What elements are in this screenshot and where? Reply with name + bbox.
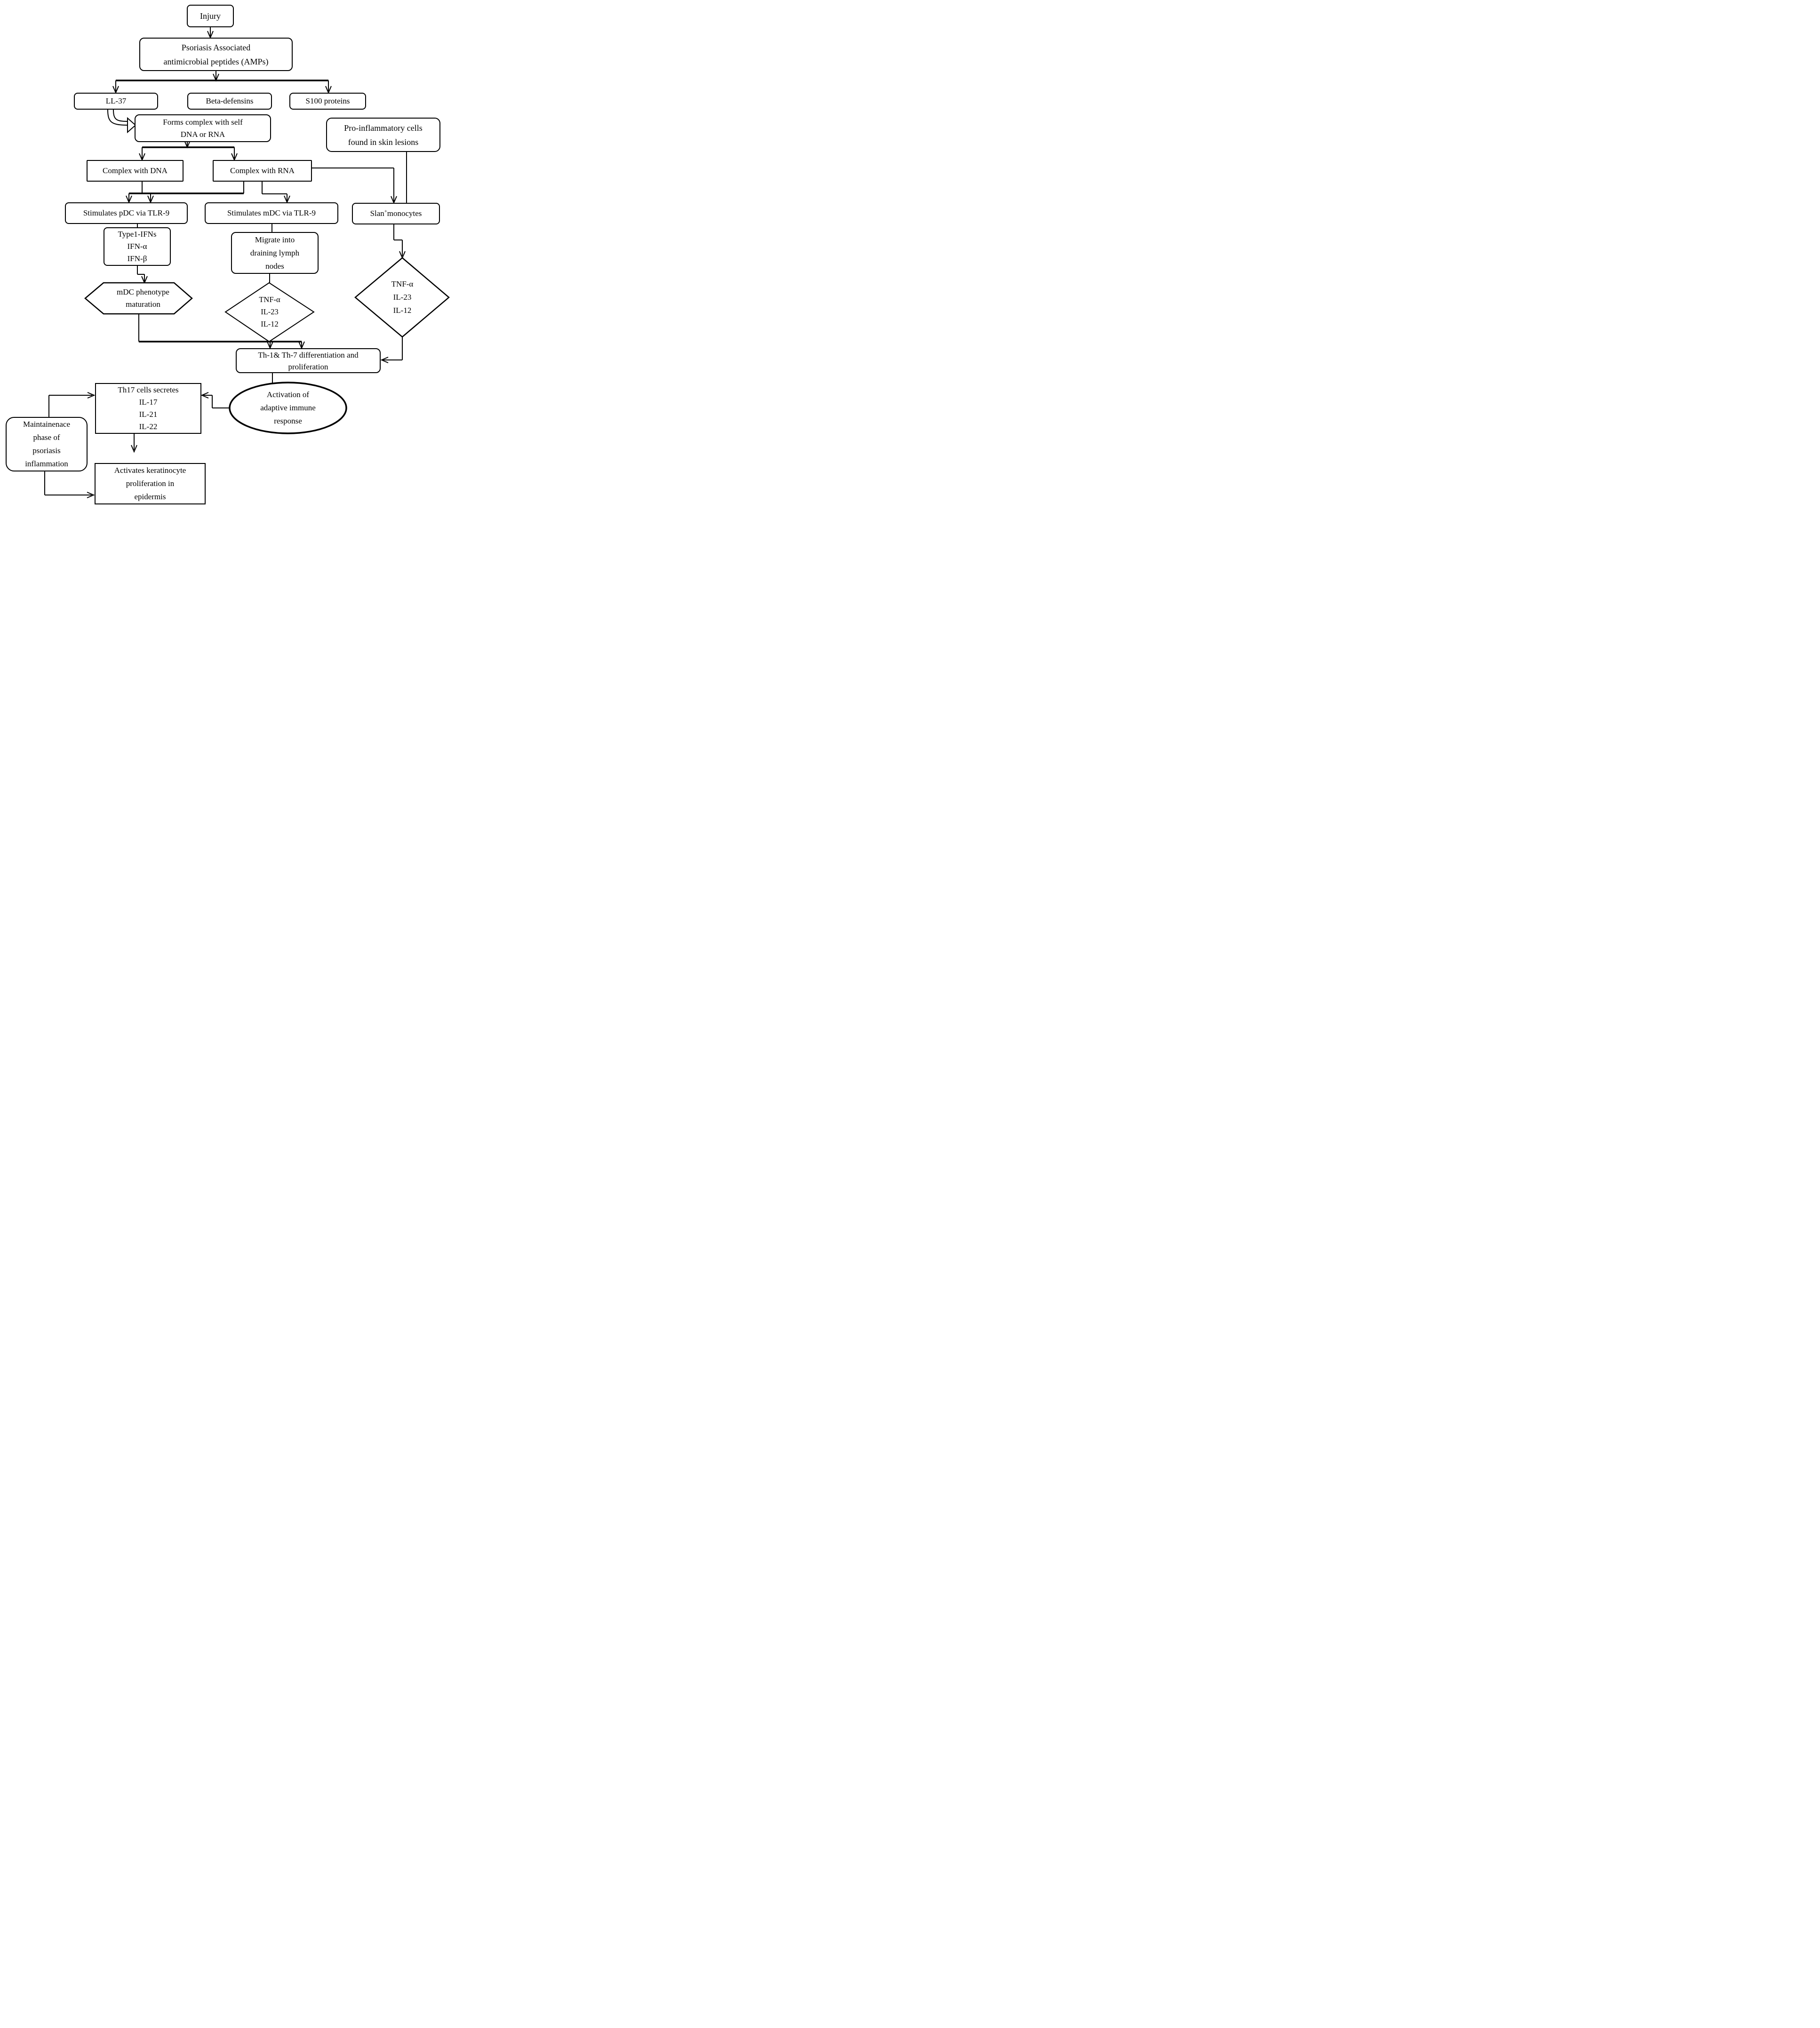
node-cytokines-mid-line1: TNF-α: [259, 295, 280, 304]
node-th17: Th17 cells secretes IL-17 IL-21 IL-22: [95, 383, 201, 434]
block-arrow-curve: [107, 109, 128, 126]
node-migrate-line2: draining lymph: [250, 248, 300, 257]
node-complex-dna-label: Complex with DNA: [103, 166, 168, 175]
node-injury: Injury: [187, 5, 234, 27]
node-th17-line4: IL-22: [139, 422, 158, 431]
node-th-differentiation-line1: Th-1& Th-7 differentiation and: [258, 350, 359, 359]
node-cytokines-right-line3: IL-12: [393, 306, 412, 315]
node-cytokines-right-line2: IL-23: [393, 293, 412, 302]
node-pro-inflammatory-line2: found in skin lesions: [348, 137, 419, 147]
connector-layer: [44, 27, 450, 498]
node-activation-line3: response: [274, 416, 302, 425]
node-beta-defensins-label: Beta-defensins: [206, 96, 254, 105]
node-type1-ifns-line1: Type1-IFNs: [118, 230, 157, 239]
hexagon-shape-mdc-maturation: [84, 282, 193, 315]
node-cytokines-mid: TNF-α IL-23 IL-12: [229, 294, 310, 330]
node-maintenance-line4: inflammation: [25, 459, 68, 468]
ellipse-shape-activation: [229, 382, 347, 434]
slan-superscript: +: [384, 208, 387, 214]
node-keratinocyte: Activates keratinocyte proliferation in …: [95, 463, 206, 504]
node-ll37-label: LL-37: [105, 96, 127, 105]
node-th17-line3: IL-21: [139, 410, 158, 419]
node-s100-proteins-label: S100 proteins: [305, 96, 350, 105]
node-activation: Activation of adaptive immune response: [234, 388, 342, 428]
node-amps-line2: antimicrobial peptides (AMPs): [163, 56, 269, 66]
node-migrate: Migrate into draining lymph nodes: [231, 232, 319, 274]
node-activation-line1: Activation of: [266, 390, 310, 399]
node-s100-proteins: S100 proteins: [289, 93, 366, 110]
node-complex-rna: Complex with RNA: [213, 160, 312, 182]
node-forms-complex: Forms complex with self DNA or RNA: [135, 114, 271, 142]
node-amps: Psoriasis Associated antimicrobial pepti…: [139, 38, 293, 71]
node-cytokines-right: TNF-α IL-23 IL-12: [362, 278, 443, 317]
node-pro-inflammatory-line1: Pro-inflammatory cells: [344, 123, 423, 133]
node-activation-line2: adaptive immune: [260, 403, 316, 412]
node-complex-rna-label: Complex with RNA: [230, 166, 295, 175]
node-forms-complex-line2: DNA or RNA: [180, 129, 225, 139]
node-maintenance-line3: psoriasis: [32, 446, 61, 455]
node-th17-line2: IL-17: [139, 398, 158, 407]
slan-prefix: Slan: [370, 208, 384, 218]
diamond-shape-cytokines-mid: [224, 282, 315, 343]
node-migrate-line1: Migrate into: [255, 235, 295, 244]
node-slan-monocytes-label: Slan+monocytes: [370, 208, 422, 219]
node-th-differentiation-line2: proliferation: [288, 362, 328, 371]
node-type1-ifns-line3: IFN-β: [127, 254, 147, 263]
node-mdc-maturation: mDC phenotype maturation: [92, 286, 194, 311]
node-type1-ifns-line2: IFN-α: [127, 242, 147, 251]
block-arrowhead: [127, 117, 136, 134]
node-cytokines-mid-line3: IL-12: [261, 319, 279, 328]
slan-suffix: monocytes: [387, 208, 422, 218]
node-slan-monocytes: Slan+monocytes: [352, 203, 440, 224]
node-cytokines-right-line1: TNF-α: [391, 279, 414, 288]
node-maintenance-line1: Maintainenace: [23, 420, 71, 429]
node-maintenance-line2: phase of: [33, 433, 60, 442]
flowchart-psoriasis-pathogenesis: Injury Psoriasis Associated antimicrobia…: [0, 0, 455, 507]
node-maintenance: Maintainenace phase of psoriasis inflamm…: [6, 417, 88, 471]
node-stimulates-mdc: Stimulates mDC via TLR-9: [205, 202, 338, 224]
node-type1-ifns: Type1-IFNs IFN-α IFN-β: [104, 227, 171, 266]
node-mdc-maturation-line2: maturation: [126, 300, 160, 309]
node-th17-line1: Th17 cells secretes: [118, 385, 179, 394]
node-injury-label: Injury: [200, 11, 221, 21]
node-forms-complex-line1: Forms complex with self: [163, 117, 243, 127]
node-th-differentiation: Th-1& Th-7 differentiation and prolifera…: [236, 348, 381, 373]
node-complex-dna: Complex with DNA: [87, 160, 184, 182]
node-pro-inflammatory: Pro-inflammatory cells found in skin les…: [326, 118, 440, 152]
node-mdc-maturation-line1: mDC phenotype: [117, 287, 169, 296]
node-ll37: LL-37: [74, 93, 158, 110]
node-keratinocyte-line2: proliferation in: [126, 479, 175, 488]
node-keratinocyte-line1: Activates keratinocyte: [114, 466, 186, 475]
node-stimulates-mdc-label: Stimulates mDC via TLR-9: [227, 208, 316, 217]
node-keratinocyte-line3: epidermis: [134, 492, 166, 501]
node-cytokines-mid-line2: IL-23: [261, 307, 279, 316]
node-amps-line1: Psoriasis Associated: [181, 42, 251, 52]
diamond-shape-cytokines-right: [354, 257, 450, 338]
node-stimulates-pdc: Stimulates pDC via TLR-9: [65, 202, 188, 224]
node-migrate-line3: nodes: [265, 261, 284, 271]
node-stimulates-pdc-label: Stimulates pDC via TLR-9: [83, 208, 170, 217]
node-beta-defensins: Beta-defensins: [187, 93, 272, 110]
